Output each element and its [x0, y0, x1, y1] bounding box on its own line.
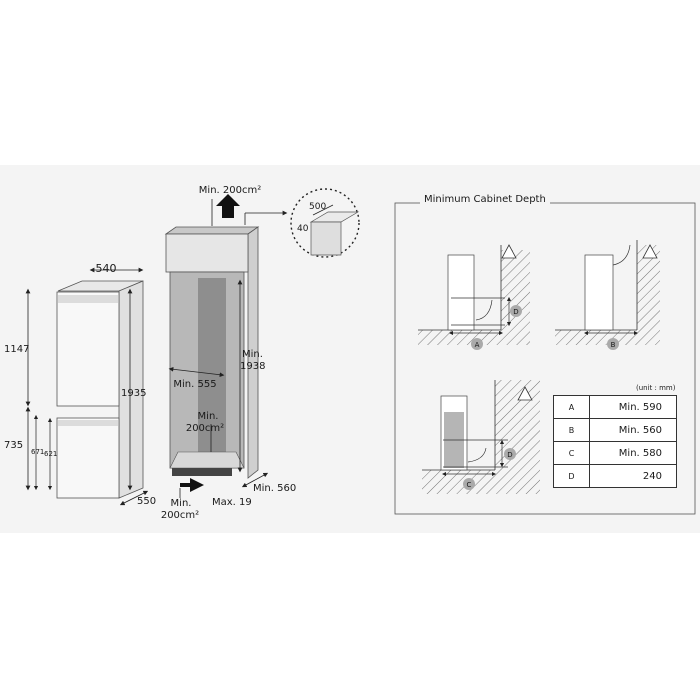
- diagram-a-label: A: [475, 341, 480, 349]
- cabinet-drawing: [164, 194, 288, 498]
- legend-key: C: [553, 441, 590, 465]
- depth-legend-table: A Min. 590 B Min. 560 C Min. 580 D 240: [553, 395, 677, 488]
- panel-title: Minimum Cabinet Depth: [420, 194, 550, 205]
- cabinet-height-label-2: 1938: [240, 361, 265, 372]
- legend-key: A: [553, 395, 590, 419]
- fridge-depth-label: 550: [137, 496, 156, 507]
- legend-value: Min. 590: [589, 395, 677, 419]
- fridge-door-621-label: 621: [44, 450, 57, 458]
- legend-row: B Min. 560: [553, 418, 677, 442]
- cabinet-depth-label: Min. 560: [253, 483, 296, 494]
- detail-length-label: 500: [309, 202, 326, 212]
- diagram-a: [418, 244, 530, 350]
- fridge-door-671-label: 671: [31, 448, 44, 456]
- fridge-drawing: [25, 267, 149, 506]
- legend-row: A Min. 590: [553, 395, 677, 419]
- fridge-width-label: 540: [96, 262, 117, 275]
- fridge-upper-height-label: 1147: [4, 344, 29, 355]
- diagram-b-label: B: [611, 341, 616, 349]
- detail-callout: [290, 188, 360, 258]
- diagram-c-d-label: D: [507, 451, 512, 459]
- unit-note: (unit : mm): [636, 384, 676, 392]
- legend-value: Min. 560: [589, 418, 677, 442]
- cabinet-plinth-gap-label: Max. 19: [212, 497, 252, 508]
- diagram-c: [422, 380, 540, 494]
- legend-value: 240: [589, 464, 677, 488]
- cabinet-height-label-1: Min.: [242, 349, 263, 360]
- cabinet-bottom-vent-label-2: 200cm²: [161, 510, 199, 521]
- cabinet-rear-vent-label-1: Min.: [198, 411, 219, 422]
- cabinet-bottom-vent-label-1: Min.: [171, 498, 192, 509]
- detail-height-label: 40: [297, 224, 309, 234]
- legend-key: B: [553, 418, 590, 442]
- diagram-c-label: C: [467, 481, 472, 489]
- diagram-b: [555, 240, 660, 350]
- legend-row: C Min. 580: [553, 441, 677, 465]
- legend-row: D 240: [553, 464, 677, 488]
- fridge-lower-height-label: 735: [4, 440, 23, 451]
- legend-key: D: [553, 464, 590, 488]
- diagram-a-d-label: D: [513, 308, 518, 316]
- cabinet-width-label: Min. 555: [173, 379, 216, 390]
- cabinet-rear-vent-label-2: 200cm²: [186, 423, 224, 434]
- legend-value: Min. 580: [589, 441, 677, 465]
- cabinet-top-vent-label: Min. 200cm²: [199, 185, 261, 196]
- fridge-total-height-label: 1935: [121, 388, 146, 399]
